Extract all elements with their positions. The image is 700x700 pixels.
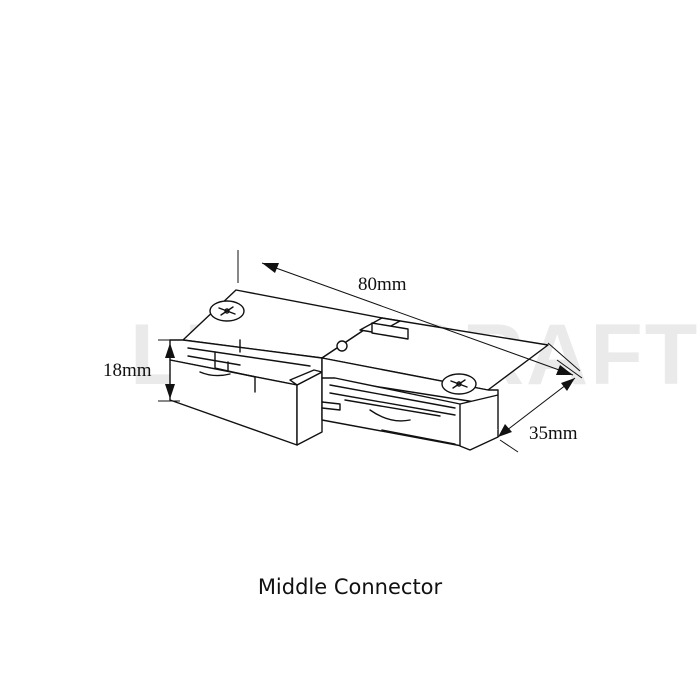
width-dimension-label: 35mm: [529, 423, 578, 444]
dimension-35mm-line: [497, 359, 583, 453]
length-dimension-label: 80mm: [358, 274, 407, 295]
screw-icon: [441, 373, 477, 395]
right-housing: [321, 317, 549, 451]
left-housing: [169, 289, 383, 446]
dimension-80mm-line: [237, 250, 581, 376]
screw-icon: [209, 300, 245, 322]
height-dimension-label: 18mm: [103, 360, 152, 381]
dimension-18mm-line: [158, 339, 185, 402]
product-caption: Middle Connector: [257, 575, 443, 599]
